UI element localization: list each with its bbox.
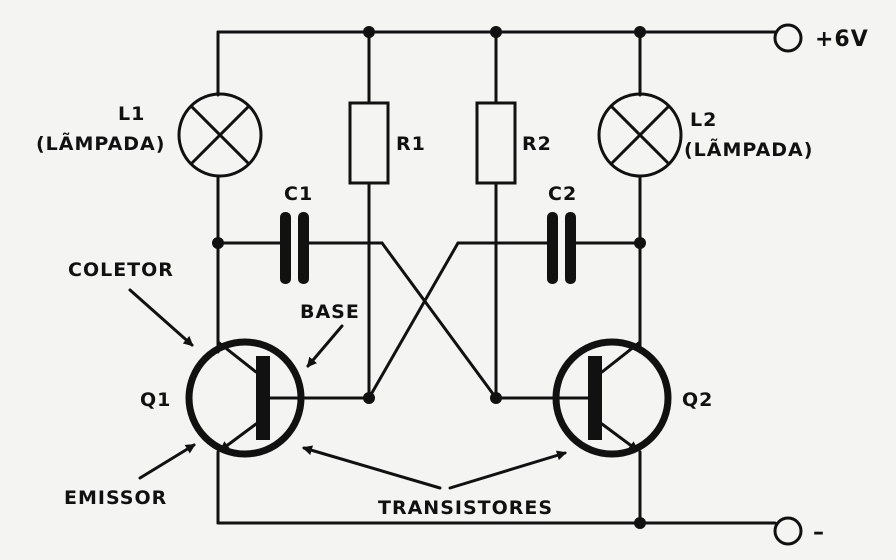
junction-dot — [634, 26, 646, 38]
lamp-l2-name: (LÃMPADA) — [684, 137, 813, 161]
capacitor-c1-plate-b — [298, 212, 309, 284]
junction-dot — [212, 237, 224, 249]
lamp-l2-ref: L2 — [690, 109, 717, 131]
resistor-r2 — [475, 101, 517, 185]
cross-wire-c2-to-q1-base — [367, 241, 460, 400]
collector-annotation: COLETOR — [68, 259, 174, 281]
capacitor-c1-plate-a — [280, 212, 291, 284]
capacitor-c1-label: C1 — [284, 183, 313, 205]
positive-supply-label: +6V — [815, 27, 869, 52]
negative-terminal[interactable] — [773, 516, 803, 546]
transistors-pointer-arrow-left — [302, 445, 442, 490]
transistor-q2-label: Q2 — [682, 389, 713, 411]
transistor-q2 — [494, 338, 672, 458]
capacitor-c2-plate-a — [547, 212, 558, 284]
resistor-r1-label: R1 — [396, 133, 426, 155]
junction-dot — [490, 392, 502, 404]
lamp-l1-ref: L1 — [118, 103, 145, 125]
transistors-pointer-arrow-right — [448, 450, 567, 490]
base-annotation: BASE — [300, 301, 360, 323]
junction-dot — [490, 26, 502, 38]
lamp-l1 — [177, 92, 263, 178]
lamp-l1-name: (LÃMPADA) — [36, 131, 165, 155]
negative-supply-label: – — [813, 520, 825, 545]
transistor-q1-label: Q1 — [140, 389, 171, 411]
base-pointer-arrow — [306, 324, 344, 368]
lamp-l2 — [597, 92, 683, 178]
transistors-annotation: TRANSISTORES — [378, 497, 553, 519]
capacitor-c2-label: C2 — [548, 183, 577, 205]
resistor-r1 — [348, 101, 390, 185]
transistor-q1 — [185, 338, 371, 458]
positive-terminal[interactable] — [773, 23, 803, 53]
collector-pointer-arrow — [128, 288, 194, 347]
junction-dot — [363, 26, 375, 38]
resistor-r2-label: R2 — [522, 133, 552, 155]
cross-wire-c1-to-q2-base — [380, 241, 498, 400]
junction-dot — [634, 237, 646, 249]
emitter-annotation: EMISSOR — [64, 487, 167, 509]
junction-dot — [363, 392, 375, 404]
capacitor-c2-plate-b — [565, 212, 576, 284]
junction-dot — [634, 517, 646, 529]
emitter-pointer-arrow — [138, 443, 196, 480]
